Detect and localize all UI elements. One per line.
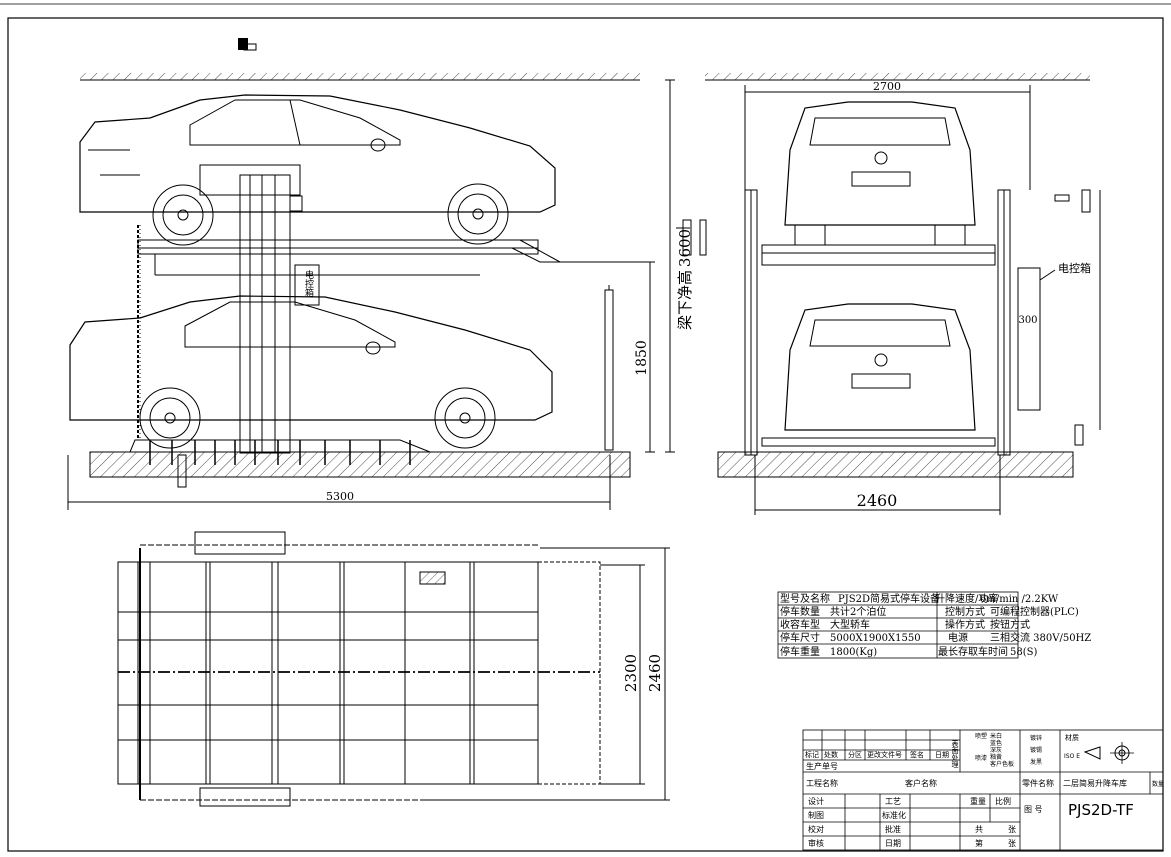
finish-2: 镀锡 [1030, 746, 1042, 754]
spec-row-2-right: 操作方式 [945, 618, 985, 631]
spec-table [777, 591, 1019, 659]
approve-label: 批准 [885, 824, 901, 834]
title-block [802, 729, 1164, 851]
spec-row-0-left: 型号及名称 [780, 592, 830, 605]
design-label: 设计 [808, 796, 824, 806]
spec-row-1-left: 停车数量 [780, 605, 820, 618]
spec-row-3-right: 电源 [948, 631, 968, 644]
spec-row-0-right: 升降速度/功率 [935, 592, 998, 605]
dim-plan-outer: 2460 [646, 654, 664, 692]
title-block-text: 标记 处数 分区 更改文件号 签名 日期 生产单号 工程名称 客户名称 零件名称… [805, 732, 1164, 848]
spec-row-1-left-val: 共计2个泊位 [830, 605, 886, 618]
draw-label: 制图 [808, 810, 824, 820]
standard-label: 标准化 [882, 810, 906, 820]
plan-view [117, 531, 670, 807]
part-name: 二层简易升降车库 [1063, 778, 1127, 788]
rev-h-mark: 标记 [805, 750, 819, 759]
project-name: 工程名称 [806, 778, 838, 788]
spec-row-1-right: 控制方式 [945, 605, 985, 618]
bracket-detail-icon [676, 219, 707, 256]
spec-row-4-left-val: 1800(Kg) [830, 647, 877, 658]
spec-row-0-right-val: 6m/min /2.2KW [980, 594, 1059, 605]
production-no: 生产单号 [806, 761, 838, 771]
dim-front-width-bottom: 2460 [857, 491, 898, 510]
spec-rows: 型号及名称 PJS2D简易式停车设备 升降速度/功率 6m/min /2.2KW… [780, 592, 1091, 658]
sheet-label: 张 [1008, 825, 1016, 834]
side-view [67, 73, 675, 510]
spec-row-4-left: 停车重量 [780, 645, 820, 658]
dim-plan-inner: 2300 [622, 654, 640, 692]
finish-1: 镀锌 [1030, 734, 1042, 742]
scale-label: 比例 [995, 796, 1011, 806]
spec-row-3-left-val: 5000X1900X1550 [830, 633, 921, 644]
color-3: 深灰 [990, 746, 1002, 754]
dim-side-length: 5300 [326, 490, 354, 503]
spec-row-2-left: 收容车型 [780, 618, 820, 631]
customer-name: 客户名称 [905, 778, 937, 788]
finish-3: 发黑 [1030, 758, 1042, 766]
rev-h-sign: 签名 [910, 750, 924, 759]
rev-h-zone: 分区 [848, 750, 862, 759]
color-4: 釉黄 [990, 753, 1002, 761]
check-label: 校对 [808, 824, 824, 834]
spec-row-2-right-val: 按钮方式 [990, 618, 1030, 631]
dim-total-height: 3600 [676, 229, 694, 267]
date-label: 日期 [885, 839, 901, 848]
review-label: 审核 [808, 838, 824, 848]
iso-label: ISO E [1064, 753, 1080, 760]
dim-front-offset: 300 [1018, 315, 1037, 326]
spec-row-3-left: 停车尺寸 [780, 631, 820, 644]
spec-row-0-left-val: PJS2D简易式停车设备 [838, 592, 940, 605]
control-box-label-front: 电控箱 [1058, 261, 1091, 275]
spec-row-1-right-val: 可编程控制器(PLC) [990, 605, 1079, 618]
dim-front-width-top: 2700 [873, 80, 901, 93]
drawing-no: PJS2D-TF [1068, 801, 1134, 819]
material-label: 材质 [1065, 733, 1079, 742]
sheet-border [7, 17, 1164, 852]
page-label: 第 [975, 838, 983, 848]
control-box-label-side: 电控箱 [303, 269, 314, 298]
spec-row-2-left-val: 大型轿车 [830, 618, 870, 631]
rev-h-count: 处数 [824, 750, 838, 759]
color-2: 蓝色 [990, 739, 1002, 747]
process-label: 工艺 [885, 797, 901, 806]
logo-mark-icon [238, 38, 257, 51]
weight-label: 重量 [970, 796, 986, 806]
surface-opt-spray: 喷塑 [975, 732, 987, 740]
spec-row-4-right-val: 58(S) [1010, 647, 1037, 658]
color-5: 客户色板 [990, 760, 1014, 768]
drawing-no-label: 图 号 [1024, 805, 1043, 814]
rev-h-docno: 更改文件号 [867, 750, 902, 759]
page-sheet-label: 张 [1008, 839, 1016, 848]
front-view [705, 73, 1101, 515]
spec-row-3-right-val: 三相交流 380V/50HZ [990, 631, 1091, 644]
total-label: 共 [975, 825, 983, 834]
part-name-label: 零件名称 [1022, 778, 1054, 788]
surface-label: 表面处理 [951, 739, 959, 768]
color-1: 米白 [990, 732, 1002, 740]
rev-h-date: 日期 [935, 751, 949, 759]
dim-lower-height: 1850 [634, 340, 650, 376]
qty-label: 数量 [1152, 780, 1164, 788]
surface-opt-paint: 喷漆 [975, 754, 987, 762]
spec-row-4-right: 最长存取车时间 [938, 645, 1008, 658]
dim-beam-clearance: 梁下净高 [676, 270, 694, 330]
